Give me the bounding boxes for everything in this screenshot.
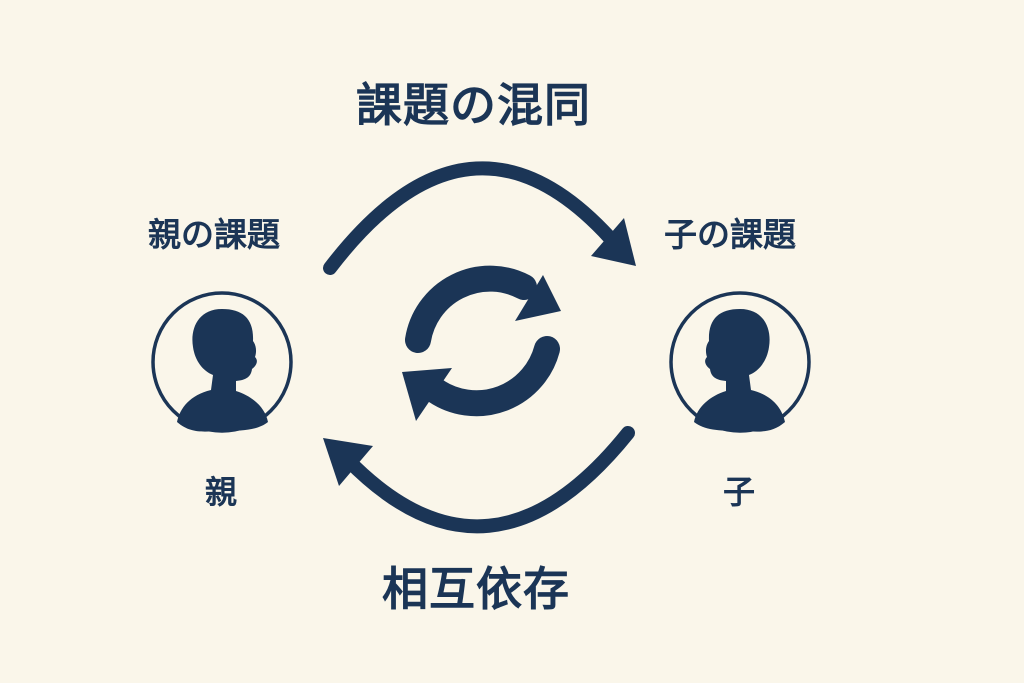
diagram-title: 課題の混同: [356, 78, 591, 132]
bottom-curved-arrow-icon: [341, 426, 635, 534]
refresh-lower-arrowhead: [402, 368, 452, 421]
parent-issue-label: 親の課題: [148, 215, 280, 254]
parent-name-label: 親: [205, 473, 238, 511]
top-curved-arrow-icon: [323, 161, 617, 275]
refresh-upper-arc: [405, 265, 537, 353]
child-issue-label: 子の課題: [664, 215, 796, 254]
child-person-icon: [669, 291, 811, 433]
child-name-label: 子: [723, 473, 756, 511]
refresh-upper-arrowhead: [515, 275, 561, 321]
bottom-label: 相互依存: [382, 562, 570, 616]
bottom-arrowhead: [323, 438, 373, 486]
top-arrowhead: [591, 218, 636, 266]
refresh-lower-arc: [423, 336, 560, 417]
parent-person-icon: [151, 291, 293, 433]
